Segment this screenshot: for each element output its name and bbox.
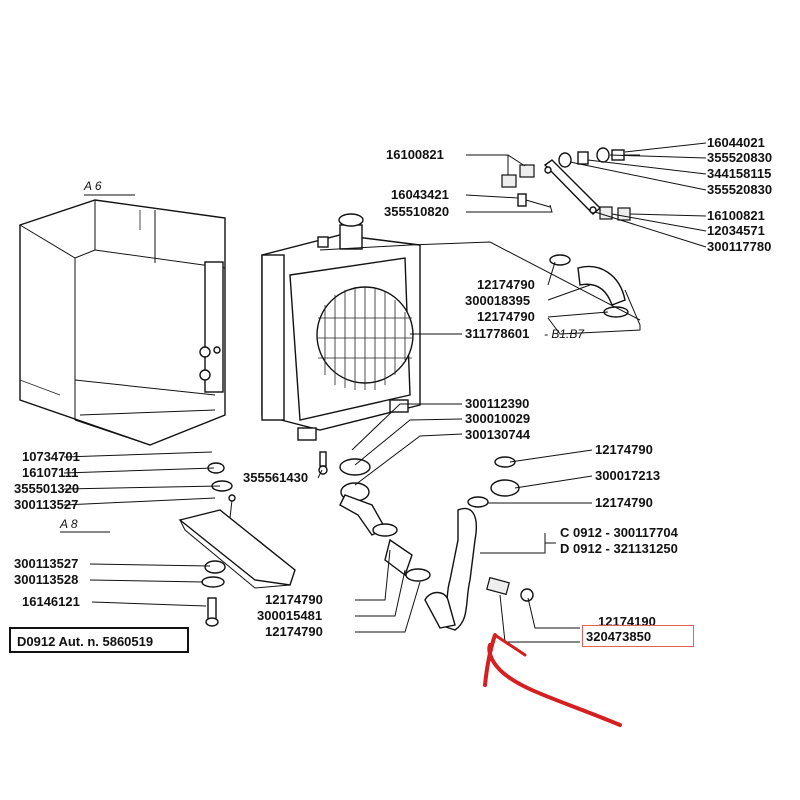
view-label-a6: A 6 <box>83 179 102 193</box>
bracket-hardware-drawing <box>501 147 640 221</box>
label-variant-d: D 0912 - 321131250 <box>560 541 678 556</box>
arrow-right-stroke <box>493 633 527 657</box>
label-12174790-hose-b: 12174790 <box>595 495 653 510</box>
label-12034571: 12034571 <box>707 223 765 238</box>
label-300017213: 300017213 <box>595 468 660 483</box>
red-annotation-arrow <box>483 633 622 727</box>
label-355561430: 355561430 <box>243 470 308 485</box>
label-300130744: 300130744 <box>465 427 531 442</box>
label-16100821-right: 16100821 <box>707 208 765 223</box>
arrow-shaft <box>487 643 622 727</box>
label-12174790-clamp-b: 12174790 <box>477 309 535 324</box>
label-300010029: 300010029 <box>465 411 530 426</box>
view-label-a8: A 8 <box>59 517 78 531</box>
label-variant-c: C 0912 - 300117704 <box>560 525 679 540</box>
arrow-left-stroke <box>483 633 497 687</box>
label-radiator-suffix: - B1.B7 <box>544 327 585 341</box>
highlight-box-320473850 <box>582 625 694 647</box>
label-355510820: 355510820 <box>384 204 449 219</box>
label-355501320: 355501320 <box>14 481 79 496</box>
label-16100821-top: 16100821 <box>386 147 444 162</box>
thermostat-hoses-drawing <box>201 451 534 631</box>
label-320473850: 320473850 <box>586 629 651 644</box>
radiator-drawing <box>261 213 421 441</box>
label-12174790-hose-a: 12174790 <box>595 442 653 457</box>
label-16044021: 16044021 <box>707 135 765 150</box>
label-300113527-a: 300113527 <box>14 497 78 512</box>
cowling-a6-drawing <box>19 199 226 446</box>
label-300112390: 300112390 <box>465 396 529 411</box>
label-300018395: 300018395 <box>465 293 530 308</box>
label-12174790-clamp-a: 12174790 <box>477 277 535 292</box>
label-300117780: 300117780 <box>707 239 771 254</box>
label-300113527-b: 300113527 <box>14 556 78 571</box>
label-355520830-b: 355520830 <box>707 182 772 197</box>
label-16043421: 16043421 <box>391 187 449 202</box>
label-300113528: 300113528 <box>14 572 78 587</box>
label-16146121: 16146121 <box>22 594 80 609</box>
model-reference-box: D0912 Aut. n. 5860519 <box>9 627 189 653</box>
label-16107111: 16107111 <box>22 465 78 480</box>
label-311778601: 311778601 <box>465 326 529 341</box>
bracket-a8-drawing <box>178 494 296 589</box>
label-300015481: 300015481 <box>257 608 322 623</box>
label-10734701: 10734701 <box>22 449 80 464</box>
label-344158115: 344158115 <box>707 166 771 181</box>
label-355520830-a: 355520830 <box>707 150 772 165</box>
label-12174790-bottom-a: 12174790 <box>265 592 323 607</box>
part-number-labels: 16100821 16043421 355510820 16044021 355… <box>14 135 772 644</box>
label-12174790-bottom-b: 12174790 <box>265 624 323 639</box>
